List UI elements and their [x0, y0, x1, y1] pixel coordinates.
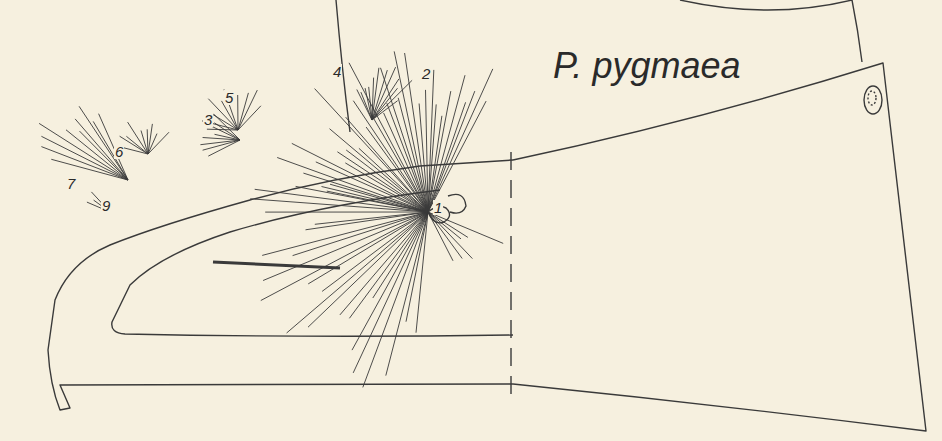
- seta-branch: [214, 123, 240, 140]
- callout-number: 3: [203, 112, 213, 127]
- seta-branch: [148, 132, 169, 154]
- basal-plate: [448, 194, 466, 213]
- seta-branch: [126, 136, 148, 154]
- callout-number: 1: [433, 200, 443, 215]
- seta-branch: [372, 67, 396, 120]
- spiracle: [864, 86, 882, 114]
- seta-branch: [428, 212, 462, 259]
- seta-branch: [353, 101, 428, 212]
- dashed-division: [510, 152, 511, 398]
- seta-branch: [238, 106, 261, 130]
- comb-spine: [213, 262, 340, 268]
- seta-branch: [79, 106, 128, 180]
- seta-branch: [398, 98, 428, 212]
- seta-branch: [238, 90, 257, 130]
- seta-branch: [428, 212, 472, 259]
- seta-branch: [93, 121, 128, 180]
- seta-branch: [237, 95, 238, 130]
- seta-branch: [224, 89, 238, 130]
- spiracle-inner: [868, 91, 876, 105]
- seta-branch: [203, 140, 240, 150]
- seta-branch: [363, 212, 428, 387]
- seta-branch: [369, 87, 372, 120]
- seta-branch: [306, 212, 429, 230]
- seta-branch: [327, 191, 428, 212]
- seta-branch: [330, 184, 428, 212]
- seta-branch: [322, 212, 428, 291]
- callout-number: 4: [332, 64, 342, 79]
- callout-number: 5: [224, 90, 234, 105]
- seta-branch: [353, 212, 428, 373]
- seta-branch: [315, 212, 428, 224]
- seta-branch: [128, 122, 148, 154]
- seta-branch: [372, 101, 398, 120]
- callout-number: 7: [66, 176, 76, 191]
- seta-branch: [99, 114, 128, 180]
- seta-branch: [428, 91, 475, 212]
- seta-branch: [373, 212, 428, 298]
- seta-branch: [308, 212, 428, 284]
- seta-branch: [261, 212, 428, 301]
- seta-branch: [265, 212, 428, 213]
- seta-branch: [365, 88, 372, 120]
- seta-branch: [39, 123, 128, 180]
- seta-branch: [277, 158, 428, 213]
- seta-branch: [372, 88, 398, 120]
- seta-branch: [293, 212, 428, 256]
- seta-branch: [66, 130, 128, 180]
- seta-branch: [263, 212, 428, 281]
- seta-branch: [303, 173, 428, 212]
- seta-branch: [148, 134, 157, 154]
- callout-number: 9: [101, 198, 111, 213]
- seta-branch: [308, 212, 428, 327]
- seta-branch: [428, 91, 451, 212]
- seta-branch: [210, 126, 240, 141]
- callout-number: 6: [114, 144, 124, 159]
- species-title: P. pygmaea: [553, 48, 740, 84]
- seta-branch: [340, 212, 428, 315]
- seta-branch: [381, 68, 429, 212]
- seta-branch: [255, 189, 428, 212]
- seta-branch: [41, 136, 128, 180]
- seta-branch: [208, 140, 240, 156]
- segment-outline: [48, 160, 513, 410]
- seta-branch: [200, 140, 240, 145]
- seta-branch: [428, 212, 453, 261]
- seta-branch: [214, 114, 240, 140]
- seta-branch: [372, 80, 412, 120]
- seta-branch: [315, 89, 428, 212]
- seta-branch: [428, 101, 486, 212]
- seta-branch: [262, 212, 428, 255]
- callout-number: 2: [421, 66, 431, 81]
- seta-branch: [428, 102, 466, 212]
- seta-branch: [372, 115, 429, 212]
- seta-branch: [75, 119, 128, 180]
- seta-branch: [372, 79, 399, 120]
- seta-branch: [349, 63, 428, 212]
- seta-branch: [345, 163, 428, 212]
- segment-body: [513, 63, 926, 431]
- saddle-inner-line: [112, 190, 513, 336]
- seta-branch: [428, 69, 493, 212]
- seta-branch: [426, 90, 429, 212]
- seta-branch: [387, 103, 428, 212]
